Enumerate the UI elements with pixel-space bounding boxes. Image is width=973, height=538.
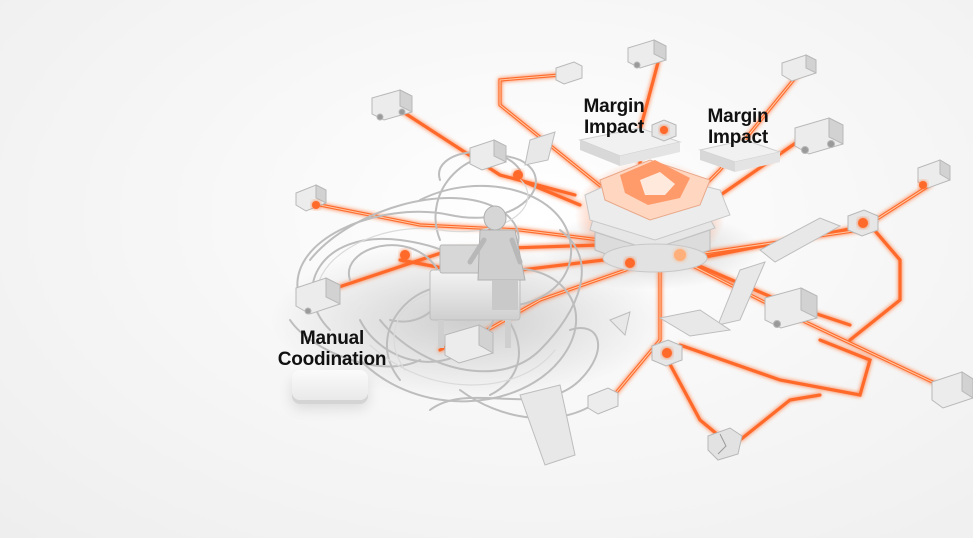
margin-impact-right-line1: Margin <box>707 106 769 127</box>
manual-coordination-line2: Coodination <box>277 349 387 370</box>
connector-hub-icon <box>312 119 927 367</box>
paper-stack-icon <box>575 159 731 273</box>
margin-impact-left-line2: Impact <box>583 117 645 138</box>
margin-impact-left-line1: Margin <box>583 96 645 117</box>
manual-coordination-label: Manual Coodination <box>268 328 396 370</box>
margin-impact-label-right: Margin Impact <box>700 106 776 148</box>
broken-debris <box>519 131 842 466</box>
tangled-cables <box>289 150 601 420</box>
worker-at-desk-icon <box>429 205 526 348</box>
manual-coordination-line1: Manual <box>299 328 365 349</box>
manual-coordination-pedestal <box>292 370 368 400</box>
delivery-truck-icon <box>295 39 973 461</box>
margin-impact-right-line2: Impact <box>707 127 769 148</box>
margin-impact-label-left: Margin Impact <box>576 96 652 138</box>
